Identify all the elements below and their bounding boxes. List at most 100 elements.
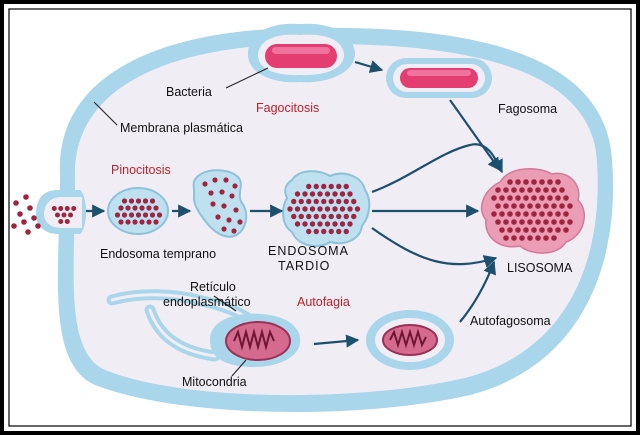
- particle-dot: [555, 227, 561, 233]
- particle-dot: [17, 211, 23, 217]
- particle-dot: [149, 198, 156, 204]
- mitochondrion-engulfed: [210, 313, 301, 368]
- particle-dot: [535, 203, 541, 209]
- particle-dot: [499, 211, 505, 217]
- particle-dot: [515, 227, 521, 233]
- particle-dot: [531, 195, 537, 201]
- particle-dot: [64, 206, 70, 211]
- arrow-late-to-lysosome-top: [371, 143, 503, 194]
- particle-dot: [309, 191, 316, 197]
- particle-dot: [219, 189, 225, 195]
- particle-dot: [559, 187, 565, 193]
- particle-dot: [539, 179, 545, 185]
- particle-dot: [125, 219, 131, 225]
- particle-dot: [208, 190, 214, 196]
- particle-dot: [317, 206, 323, 212]
- particle-dot: [132, 219, 138, 225]
- particle-dot: [336, 228, 342, 235]
- arrow-mito-to-autophagosome: [313, 334, 360, 348]
- particle-dot: [71, 206, 77, 211]
- particle-dot: [354, 206, 361, 212]
- particle-dot: [221, 203, 227, 209]
- particle-dot: [519, 203, 525, 209]
- particle-dot: [519, 187, 525, 193]
- particle-dot: [146, 205, 152, 211]
- label-autofagosoma: Autofagosoma: [470, 314, 551, 328]
- particle-dot: [328, 213, 334, 220]
- particle-dot: [306, 198, 312, 205]
- particle-dot: [523, 227, 529, 233]
- particle-dot: [523, 195, 529, 201]
- particle-dot: [324, 206, 331, 212]
- label-autofagia: Autofagia: [297, 295, 350, 309]
- inner-frame: [8, 8, 632, 427]
- particle-dot: [535, 187, 541, 193]
- particle-dot: [298, 198, 304, 205]
- particle-dot: [539, 195, 545, 201]
- particle-dot: [535, 219, 541, 225]
- particle-dot: [547, 179, 553, 185]
- particle-dot: [309, 206, 316, 212]
- particle-dot: [21, 219, 27, 225]
- particle-dot: [507, 227, 513, 233]
- particle-dot: [291, 213, 297, 220]
- particle-dot: [523, 211, 529, 217]
- particle-dot: [515, 195, 521, 201]
- particle-dot: [58, 219, 64, 224]
- particle-dot: [287, 206, 293, 212]
- phagocytosis-engulfment: [247, 23, 356, 83]
- particle-dot: [547, 195, 553, 201]
- particle-dot: [153, 205, 159, 211]
- particle-dot: [125, 205, 131, 211]
- particle-dot: [317, 221, 323, 227]
- particle-dot: [23, 194, 29, 200]
- particle-dot: [321, 183, 327, 190]
- particle-dot: [515, 211, 521, 217]
- label-membrana-plasmatica: Membrana plasmática: [120, 121, 243, 135]
- particle-dot: [527, 219, 533, 225]
- label-fagosoma: Fagosoma: [498, 102, 557, 116]
- particle-dot: [347, 221, 353, 227]
- particle-dot: [343, 228, 349, 235]
- particle-dot: [503, 235, 509, 241]
- particle-dot: [555, 211, 561, 217]
- particle-dot: [306, 213, 312, 220]
- particle-dot: [519, 235, 525, 241]
- particle-dot: [555, 179, 561, 185]
- arrow-autophagosome-to-lysosome: [459, 260, 497, 323]
- particle-dot: [221, 226, 227, 232]
- particle-dot: [559, 219, 565, 225]
- particle-dot: [118, 219, 124, 225]
- particle-dot: [511, 187, 517, 193]
- pit-particles: [51, 206, 77, 224]
- particle-dot: [233, 207, 239, 213]
- label-fagocitosis: Fagocitosis: [256, 101, 319, 115]
- particle-dot: [343, 198, 349, 205]
- particle-dot: [118, 205, 124, 211]
- particle-dot: [531, 179, 537, 185]
- particle-dot: [503, 187, 509, 193]
- particle-dot: [306, 183, 312, 190]
- particle-dot: [551, 203, 557, 209]
- particle-dot: [321, 213, 327, 220]
- particle-dot: [324, 221, 331, 227]
- particle-dot: [507, 195, 513, 201]
- particle-dot: [31, 215, 37, 221]
- particle-dot: [351, 213, 357, 220]
- particle-dot: [313, 213, 319, 220]
- particle-dot: [309, 221, 316, 227]
- particle-dot: [321, 198, 327, 205]
- lysosome-shape: [480, 168, 585, 254]
- phagosome-shape: [386, 58, 492, 98]
- particle-dot: [543, 219, 549, 225]
- particle-dot: [302, 206, 308, 212]
- particle-dot: [317, 191, 323, 197]
- particle-dot: [215, 214, 221, 220]
- particle-dot: [559, 203, 565, 209]
- particle-dot: [142, 198, 149, 204]
- particle-dot: [226, 217, 232, 223]
- particle-dot: [332, 191, 338, 197]
- particle-dot: [58, 206, 64, 211]
- pathway-arrows: [86, 60, 503, 348]
